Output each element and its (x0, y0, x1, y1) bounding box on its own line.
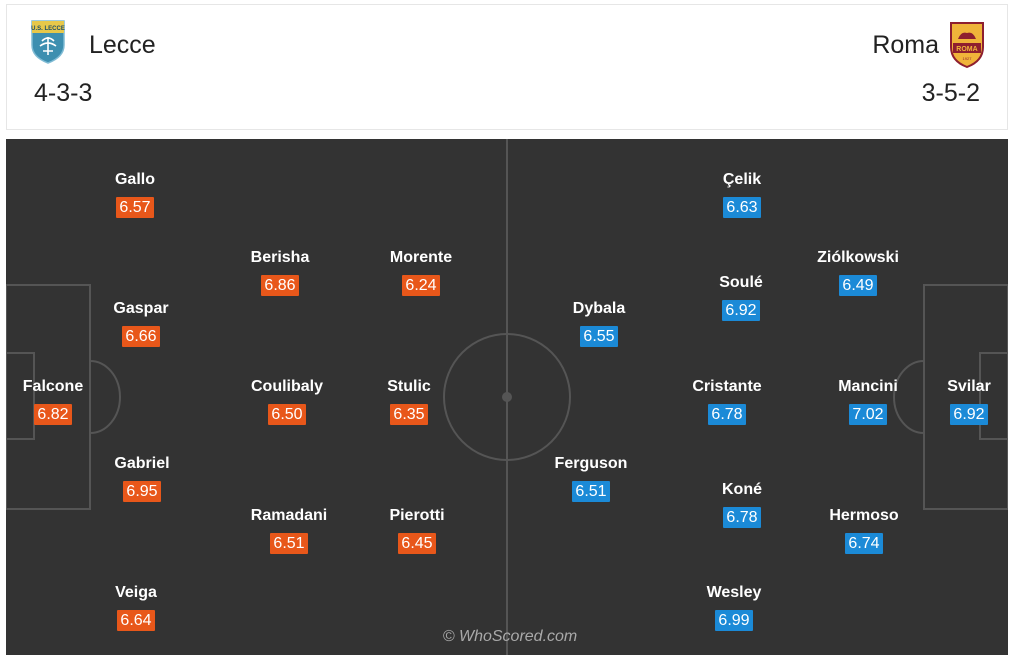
player-name: Mancini (838, 378, 898, 395)
away-formation: 3-5-2 (921, 79, 980, 107)
player-rating: 6.92 (950, 404, 988, 425)
svg-text:ROMA: ROMA (956, 46, 977, 53)
player-name: Çelik (722, 171, 762, 188)
player-name: Wesley (706, 584, 762, 601)
player-name: Gaspar (113, 300, 169, 317)
player-rating: 7.02 (849, 404, 887, 425)
center-spot (502, 392, 512, 402)
player-coulibaly[interactable]: Coulibaly 6.50 (217, 378, 357, 425)
player-morente[interactable]: Morente 6.24 (351, 249, 491, 296)
player-name: Dybala (572, 300, 626, 317)
match-header: U.S. LECCE Lecce 4-3-3 ROMA 1927 Roma 3-… (6, 4, 1008, 130)
home-formation: 4-3-3 (34, 79, 93, 107)
player-gallo[interactable]: Gallo 6.57 (65, 171, 205, 218)
player-svilar[interactable]: Svilar 6.92 (899, 378, 1016, 425)
player-name: Ramadani (250, 507, 328, 524)
player-name: Pierotti (389, 507, 445, 524)
player-gaspar[interactable]: Gaspar 6.66 (71, 300, 211, 347)
player-name: Morente (389, 249, 453, 266)
player-wesley[interactable]: Wesley 6.99 (664, 584, 804, 631)
roma-crest-icon: ROMA 1927 (950, 22, 984, 69)
player-name: Berisha (250, 249, 310, 266)
player-ramadani[interactable]: Ramadani 6.51 (219, 507, 359, 554)
pitch-markings (6, 139, 1008, 655)
player-berisha[interactable]: Berisha 6.86 (210, 249, 350, 296)
player-hermoso[interactable]: Hermoso 6.74 (794, 507, 934, 554)
player-pierotti[interactable]: Pierotti 6.45 (347, 507, 487, 554)
svg-text:1927: 1927 (963, 56, 973, 61)
away-penalty-arc (893, 360, 925, 434)
player-name: Hermoso (829, 507, 899, 524)
player-name: Gabriel (114, 455, 170, 472)
player-rating: 6.24 (402, 275, 440, 296)
away-team-name: Roma (872, 31, 939, 59)
away-penalty-box (923, 284, 1008, 510)
pitch: Falcone 6.82 Gallo 6.57 Gaspar 6.66 Gabr… (6, 139, 1008, 655)
player-rating: 6.63 (723, 197, 761, 218)
player-rating: 6.92 (722, 300, 760, 321)
player-rating: 6.55 (580, 326, 618, 347)
player-veiga[interactable]: Veiga 6.64 (66, 584, 206, 631)
player-rating: 6.99 (715, 610, 753, 631)
player-rating: 6.35 (390, 404, 428, 425)
home-goal-box (6, 352, 35, 440)
player-rating: 6.51 (270, 533, 308, 554)
player-name: Veiga (115, 584, 157, 601)
player-rating: 6.45 (398, 533, 436, 554)
player-name: Ferguson (554, 455, 628, 472)
player-rating: 6.95 (123, 481, 161, 502)
player-falcone[interactable]: Falcone 6.82 (0, 378, 123, 425)
player-gabriel[interactable]: Gabriel 6.95 (72, 455, 212, 502)
player-rating: 6.64 (117, 610, 155, 631)
player-name: Gallo (114, 171, 155, 188)
player-rating: 6.86 (261, 275, 299, 296)
player-cristante[interactable]: Cristante 6.78 (657, 378, 797, 425)
player-rating: 6.78 (723, 507, 761, 528)
player-name: Stulic (387, 378, 431, 395)
player-name: Ziólkowski (817, 249, 899, 266)
player-name: Koné (722, 481, 762, 498)
player-rating: 6.78 (708, 404, 746, 425)
player-stulic[interactable]: Stulic 6.35 (339, 378, 479, 425)
away-goal-box (979, 352, 1008, 440)
player-name: Cristante (692, 378, 762, 395)
player-mancini[interactable]: Mancini 7.02 (798, 378, 938, 425)
center-circle (443, 333, 571, 461)
home-penalty-box (6, 284, 91, 510)
player-ziolkowski[interactable]: Ziólkowski 6.49 (788, 249, 928, 296)
player-rating: 6.49 (839, 275, 877, 296)
home-team-name: Lecce (89, 31, 156, 59)
home-penalty-arc (89, 360, 121, 434)
player-name: Coulibaly (250, 378, 323, 395)
player-rating: 6.51 (572, 481, 610, 502)
player-rating: 6.82 (34, 404, 72, 425)
player-soule[interactable]: Soulé 6.92 (671, 274, 811, 321)
player-rating: 6.66 (122, 326, 160, 347)
player-ferguson[interactable]: Ferguson 6.51 (521, 455, 661, 502)
player-kone[interactable]: Koné 6.78 (672, 481, 812, 528)
player-rating: 6.50 (268, 404, 306, 425)
player-celik[interactable]: Çelik 6.63 (672, 171, 812, 218)
player-rating: 6.74 (845, 533, 883, 554)
player-rating: 6.57 (116, 197, 154, 218)
player-name: Svilar (947, 378, 991, 395)
svg-text:U.S. LECCE: U.S. LECCE (31, 26, 65, 32)
player-name: Soulé (719, 274, 763, 291)
player-dybala[interactable]: Dybala 6.55 (529, 300, 669, 347)
lecce-crest-icon: U.S. LECCE (31, 20, 65, 64)
player-name: Falcone (22, 378, 84, 395)
whoscored-watermark: © WhoScored.com (442, 628, 578, 645)
